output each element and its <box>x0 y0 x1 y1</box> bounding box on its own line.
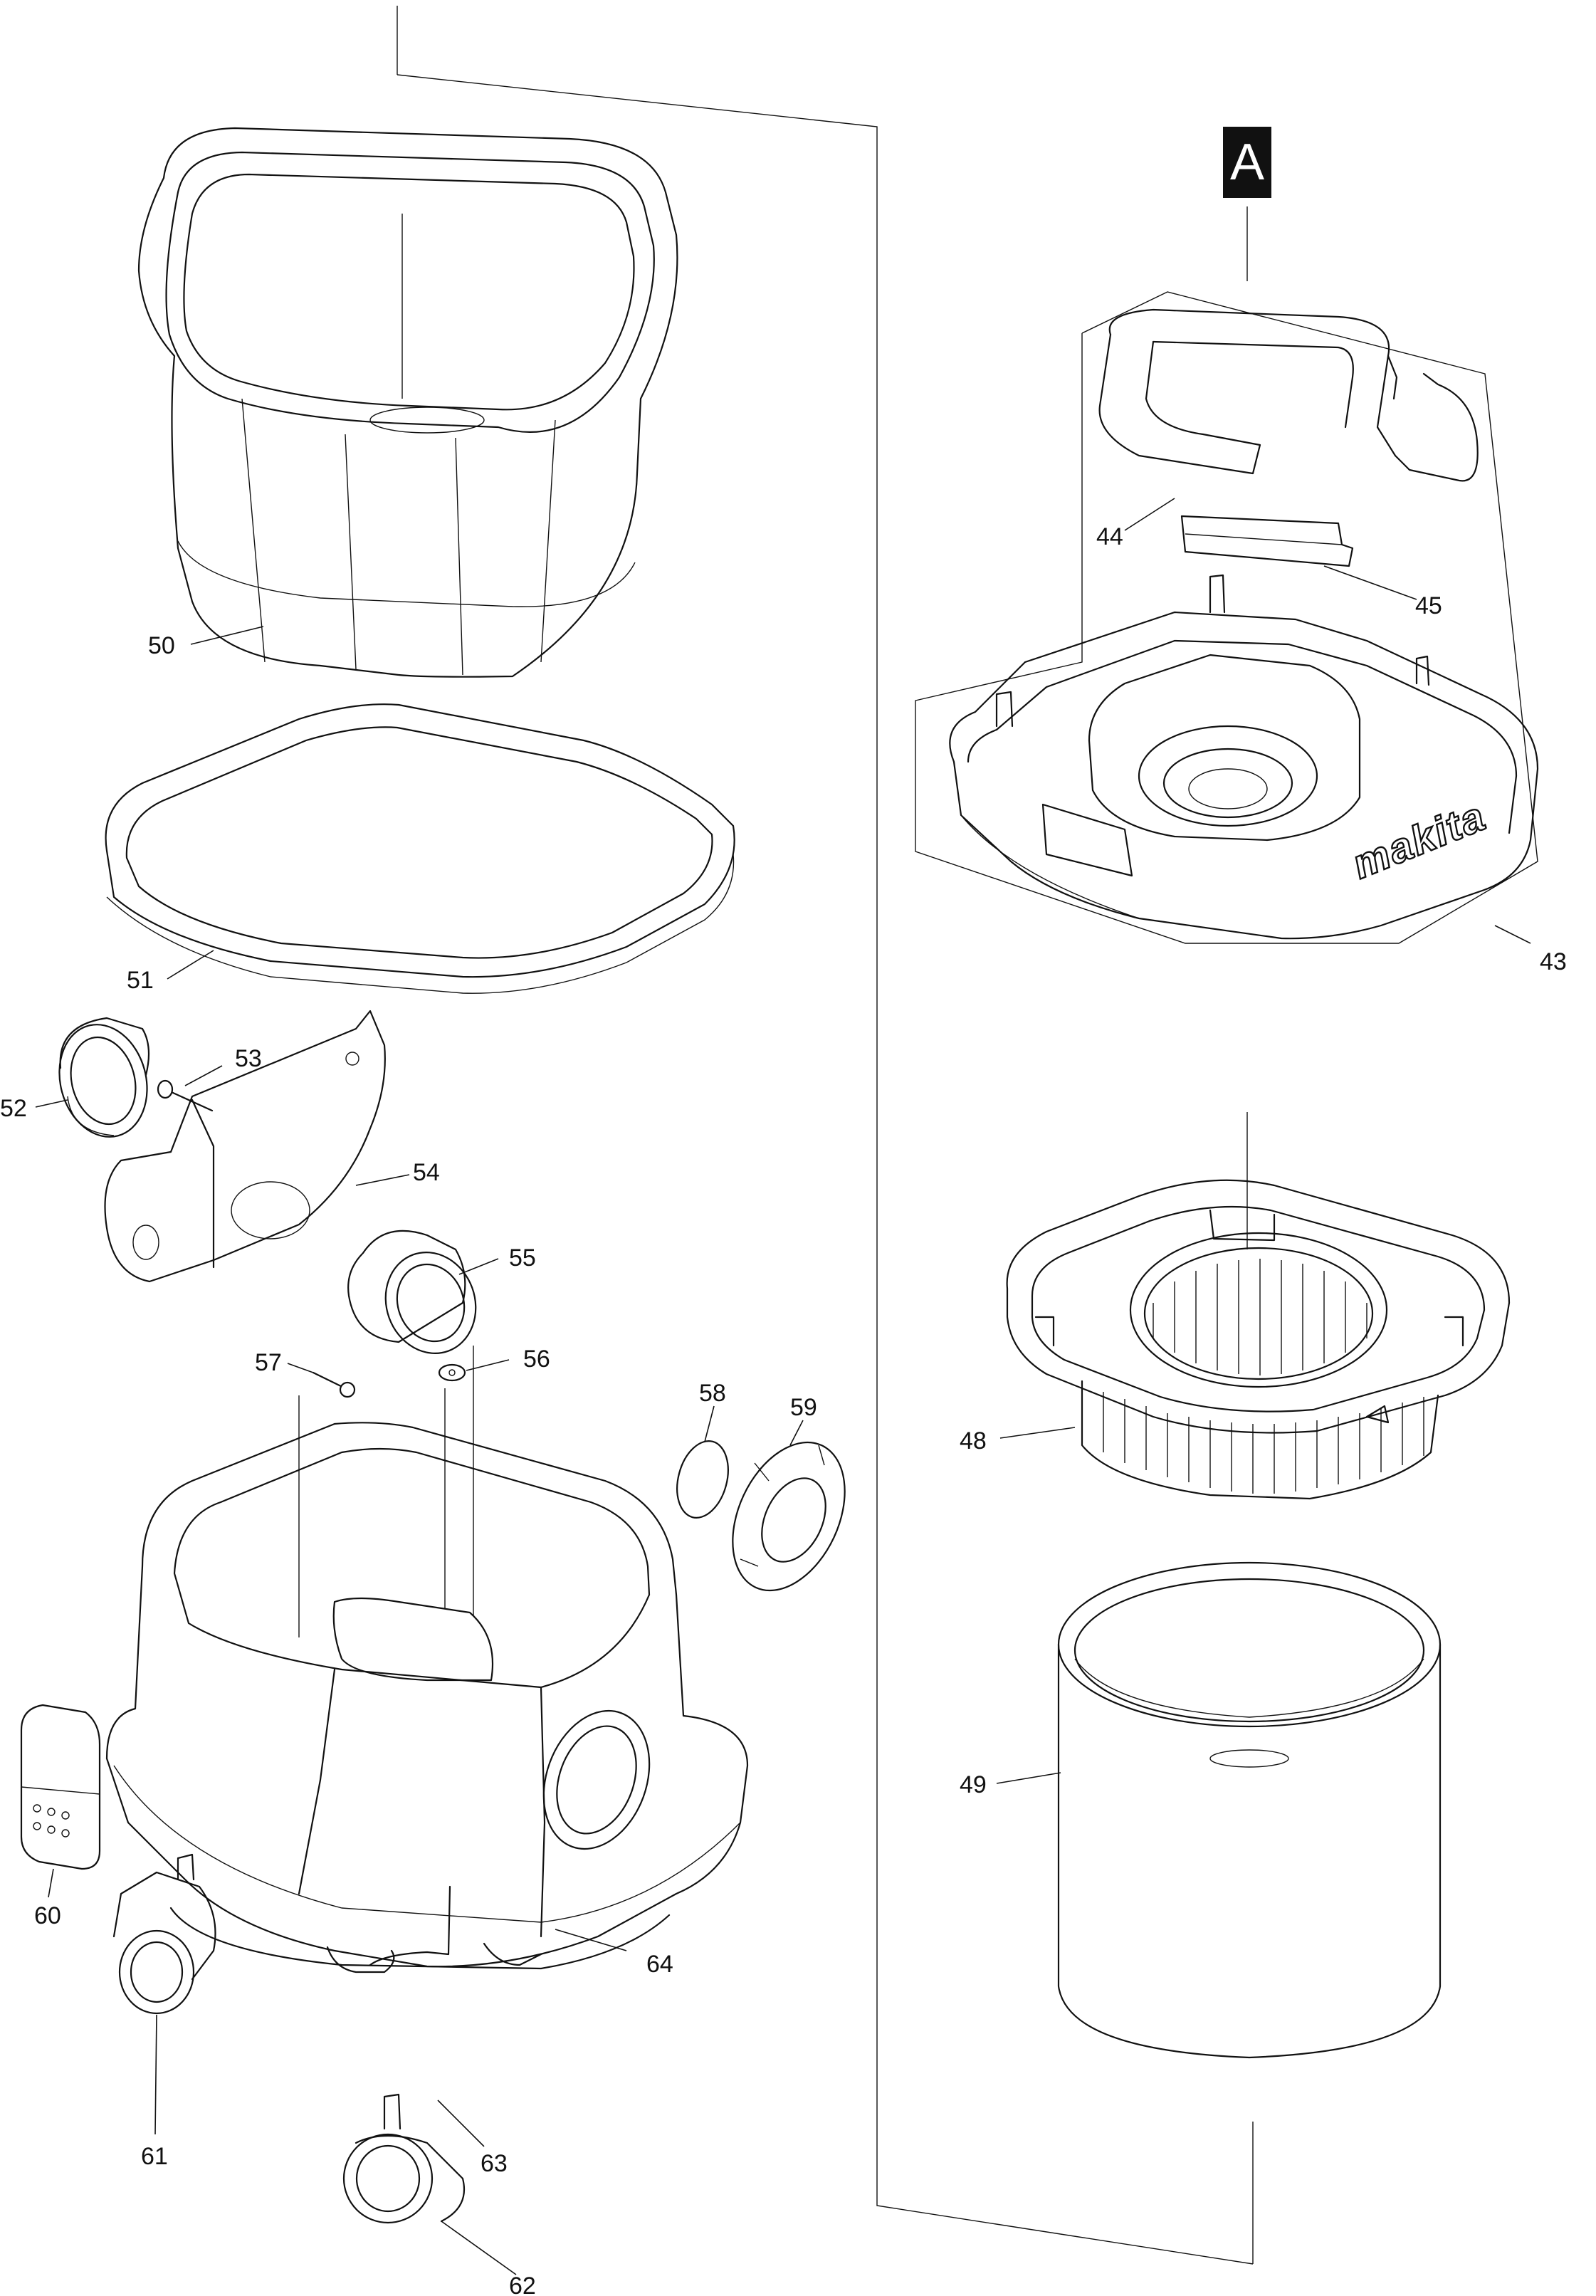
label-part-51: 51 <box>127 967 154 994</box>
label-part-54: 54 <box>413 1159 440 1186</box>
label-part-53: 53 <box>235 1045 262 1072</box>
label-part-59: 59 <box>790 1394 817 1421</box>
part-62-drawing <box>342 2093 466 2224</box>
part-labels: 50 51 52 53 54 55 56 57 58 59 60 61 62 6… <box>0 523 1567 2296</box>
part-44-drawing <box>1098 308 1479 482</box>
brand-logo: makita <box>1346 792 1493 888</box>
label-part-49: 49 <box>960 1771 987 1798</box>
label-part-45: 45 <box>1415 592 1442 619</box>
part-49-drawing <box>1057 1561 1442 2059</box>
label-part-61: 61 <box>141 2143 168 2170</box>
part-50-drawing <box>137 127 678 678</box>
label-part-55: 55 <box>509 1244 536 1272</box>
part-45-drawing <box>1180 515 1354 567</box>
part-55-drawing <box>347 1230 477 1355</box>
part-51-drawing <box>105 703 735 994</box>
label-part-63: 63 <box>481 2150 508 2177</box>
label-part-48: 48 <box>960 1427 987 1454</box>
part-59-drawing <box>732 1441 846 1592</box>
label-part-52: 52 <box>0 1095 27 1122</box>
part-53-drawing <box>157 1079 214 1112</box>
part-63-drawing <box>369 1885 451 1966</box>
part-56-drawing <box>438 1363 466 1382</box>
label-part-64: 64 <box>646 1951 673 1978</box>
section-marker: A <box>1223 127 1271 198</box>
leader-lines <box>35 498 1531 2275</box>
part-43-drawing: makita <box>949 574 1539 940</box>
part-54-drawing <box>104 1010 386 1283</box>
label-part-50: 50 <box>148 632 175 659</box>
part-58-drawing <box>676 1440 729 1519</box>
part-52-drawing <box>58 1017 150 1138</box>
label-part-44: 44 <box>1096 523 1123 550</box>
section-marker-label: A <box>1230 134 1264 191</box>
label-part-43: 43 <box>1540 948 1567 975</box>
label-part-57: 57 <box>255 1349 282 1376</box>
label-part-58: 58 <box>699 1380 726 1407</box>
label-part-56: 56 <box>523 1346 550 1373</box>
part-64-drawing <box>105 1346 749 1973</box>
label-part-60: 60 <box>34 1902 61 1929</box>
label-part-62: 62 <box>509 2273 536 2296</box>
part-61-drawing <box>112 1853 216 2015</box>
part-57-drawing <box>312 1371 356 1398</box>
frame-lines <box>397 6 1538 2265</box>
part-60-drawing <box>20 1704 101 1870</box>
part-48-drawing <box>1006 1179 1511 1500</box>
